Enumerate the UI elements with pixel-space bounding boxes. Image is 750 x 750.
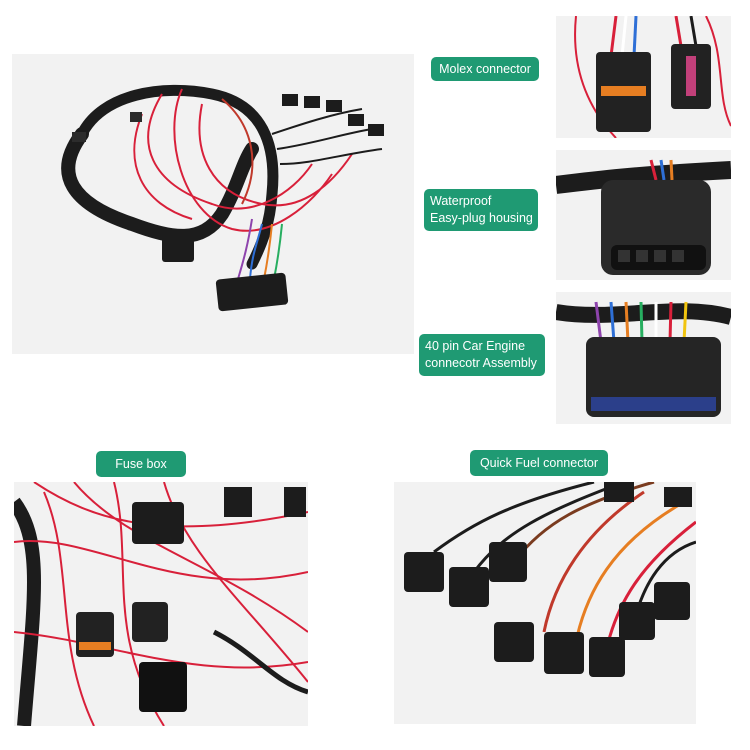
main-harness-photo [12,54,414,354]
fuse-box-photo [14,482,308,726]
molex-connector-photo [556,16,731,138]
fuse-box-label: Fuse box [96,451,186,477]
engine-40pin-line-2: connecotr Assembly [425,356,537,370]
quick-fuel-connector-label: Quick Fuel connector [470,450,608,476]
fuse-box-text: Fuse box [115,456,167,471]
engine-40pin-line-1: 40 pin Car Engine [425,339,526,353]
waterproof-housing-photo [556,150,731,280]
quick-fuel-connector-photo [394,482,696,724]
quick-fuel-connector-text: Quick Fuel connector [479,455,599,470]
waterproof-line-2: Easy-plug housing [430,211,533,225]
engine-40pin-label: 40 pin Car Engine connecotr Assembly [419,334,545,376]
waterproof-housing-label: Waterproof Easy-plug housing [424,189,538,231]
molex-connector-text: Molex connector [439,61,531,76]
waterproof-line-1: Waterproof [430,194,492,208]
engine-40pin-photo [556,292,731,424]
molex-connector-label: Molex connector [431,57,539,81]
